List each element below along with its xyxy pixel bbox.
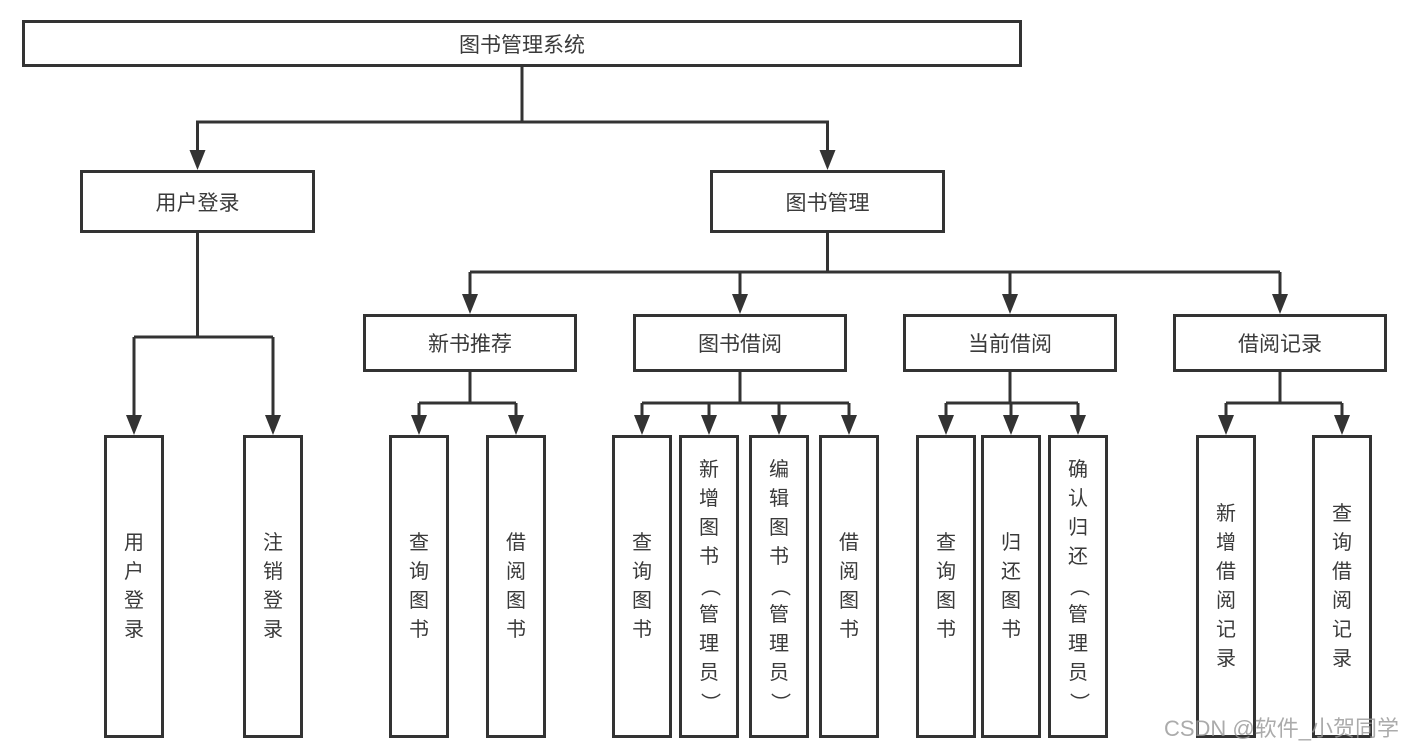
leaf-logout-label: 注销登录: [263, 531, 283, 641]
leaf-add-borrow-record-label: 新增借阅记录: [1216, 502, 1236, 670]
leaf-confirm-return-admin-label: 确认归还（管理员）: [1067, 459, 1090, 713]
node-book-management-module: 图书管理: [710, 170, 945, 233]
node-book-management-module-label: 图书管理: [785, 191, 870, 215]
leaf-return-books: 归还图书: [981, 435, 1041, 738]
leaf-query-books-borrow: 查询图书: [612, 435, 672, 738]
leaf-user-login-label: 用户登录: [124, 531, 144, 641]
leaf-query-books-recommend: 查询图书: [389, 435, 449, 738]
leaf-user-login: 用户登录: [104, 435, 164, 738]
leaf-add-books-admin-label: 新增图书（管理员）: [698, 459, 721, 713]
node-current-borrow-label: 当前借阅: [968, 333, 1052, 356]
node-borrow-records-label: 借阅记录: [1238, 333, 1322, 356]
leaf-edit-books-admin-label: 编辑图书（管理员）: [768, 459, 791, 713]
node-library-management-system-label: 图书管理系统: [459, 33, 585, 57]
leaf-return-books-label: 归还图书: [1001, 531, 1021, 641]
node-new-book-recommend: 新书推荐: [363, 314, 577, 372]
leaf-query-books-current: 查询图书: [916, 435, 976, 738]
leaf-add-borrow-record: 新增借阅记录: [1196, 435, 1256, 738]
leaf-borrow-books-recommend-label: 借阅图书: [506, 531, 526, 641]
leaf-query-books-current-label: 查询图书: [936, 531, 956, 641]
watermark: CSDN @软件_小贺同学: [1163, 716, 1399, 741]
leaf-query-books-borrow-label: 查询图书: [632, 531, 652, 641]
leaf-query-borrow-record-label: 查询借阅记录: [1332, 502, 1352, 670]
node-borrow-records: 借阅记录: [1173, 314, 1387, 372]
node-current-borrow: 当前借阅: [903, 314, 1117, 372]
node-book-borrow-label: 图书借阅: [698, 333, 782, 356]
node-user-login-module-label: 用户登录: [155, 191, 240, 215]
leaf-query-borrow-record: 查询借阅记录: [1312, 435, 1372, 738]
leaf-edit-books-admin: 编辑图书（管理员）: [749, 435, 809, 738]
leaf-query-books-recommend-label: 查询图书: [409, 531, 429, 641]
leaf-confirm-return-admin: 确认归还（管理员）: [1048, 435, 1108, 738]
leaf-borrow-books-borrow: 借阅图书: [819, 435, 879, 738]
node-user-login-module: 用户登录: [80, 170, 315, 233]
node-library-management-system: 图书管理系统: [22, 20, 1022, 67]
leaf-borrow-books-recommend: 借阅图书: [486, 435, 546, 738]
leaf-add-books-admin: 新增图书（管理员）: [679, 435, 739, 738]
node-new-book-recommend-label: 新书推荐: [428, 333, 512, 356]
leaf-logout: 注销登录: [243, 435, 303, 738]
node-book-borrow: 图书借阅: [633, 314, 847, 372]
leaf-borrow-books-borrow-label: 借阅图书: [839, 531, 859, 641]
